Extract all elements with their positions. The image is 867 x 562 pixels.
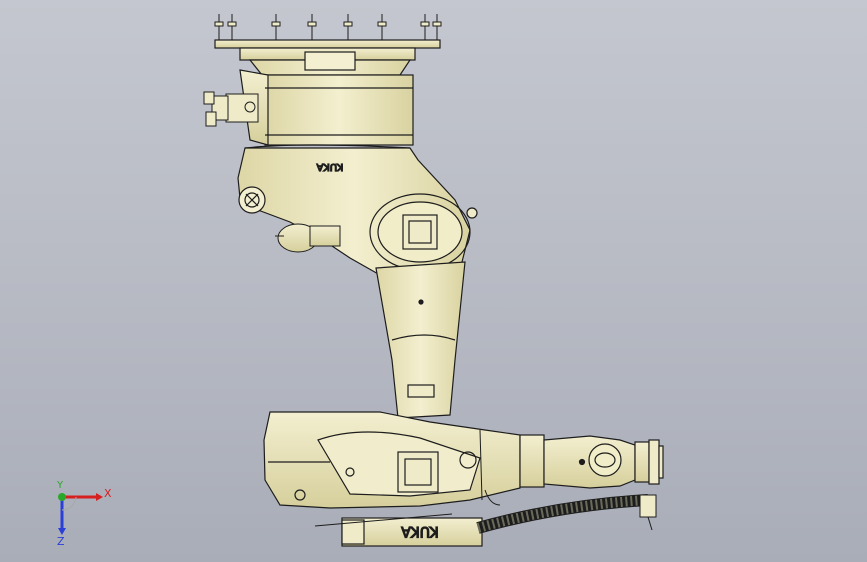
motor-logo-text: KUKA (401, 523, 439, 539)
mounting-bolts (214, 14, 442, 42)
counterbalance-cylinder (275, 223, 341, 253)
column-logo-text: KUKA (316, 161, 343, 172)
lower-arm[interactable] (375, 261, 466, 419)
tool-flange[interactable] (634, 439, 664, 485)
arm-housing[interactable] (263, 411, 521, 509)
y-axis-dot (58, 493, 66, 501)
robot-base[interactable] (239, 69, 414, 146)
axis2-motor[interactable] (397, 207, 478, 294)
cable-hose (476, 494, 657, 534)
axis-triad: X Y Z (56, 480, 112, 548)
cable-lines (314, 429, 501, 527)
axis3-motor[interactable]: KUKA (341, 517, 483, 547)
z-axis-label: Z (57, 535, 65, 548)
y-axis-label: Y (56, 480, 64, 491)
base-flange[interactable] (214, 39, 441, 76)
x-axis-label: X (104, 487, 112, 500)
cable-connector (203, 91, 259, 127)
forearm[interactable] (519, 434, 636, 489)
